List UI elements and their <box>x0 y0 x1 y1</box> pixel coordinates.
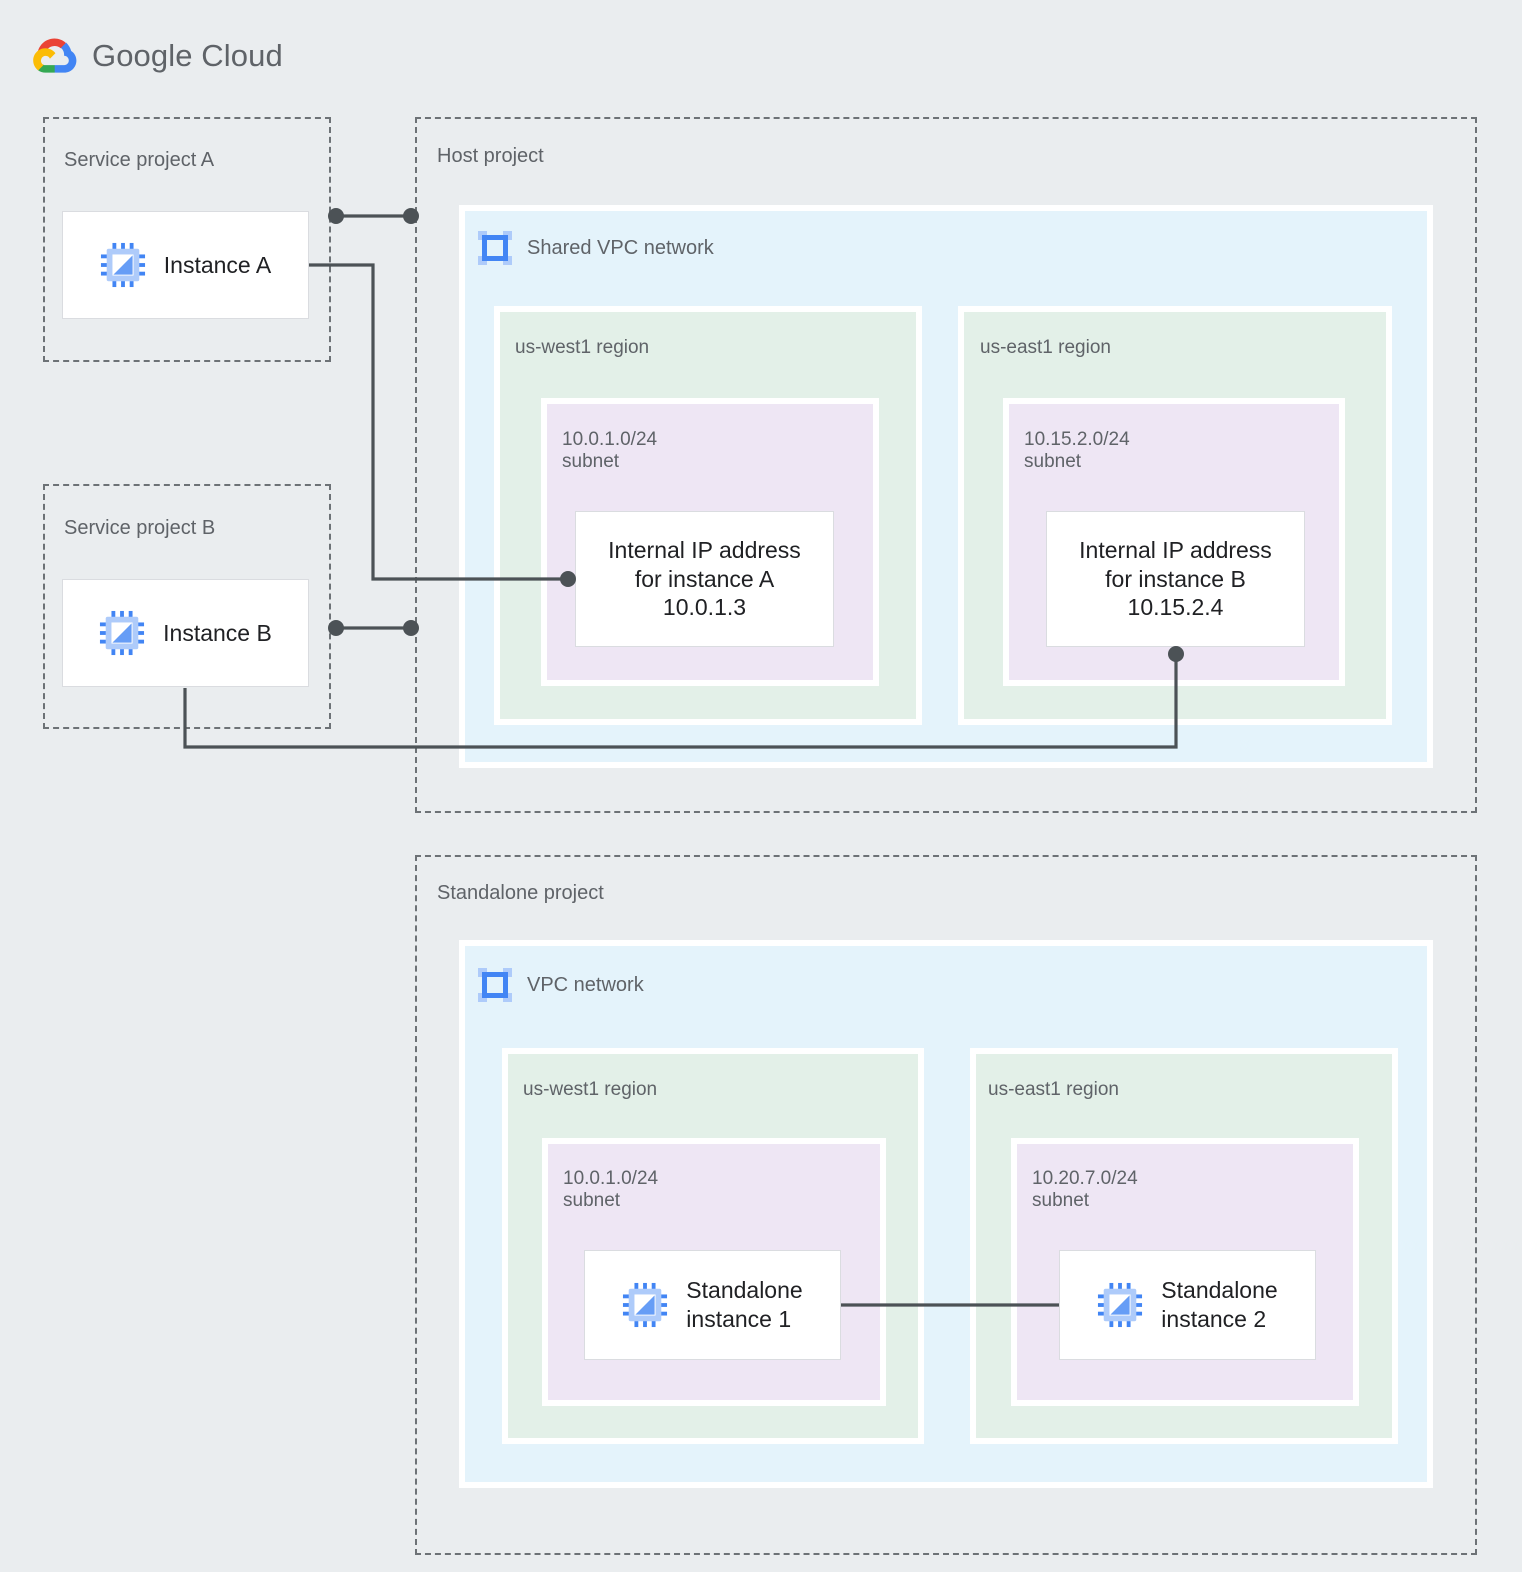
internal-ip-card-instance-a: Internal IP address for instance A 10.0.… <box>575 511 834 647</box>
subnet-label-host-us-east1: 10.15.2.0/24 subnet <box>1024 429 1130 473</box>
host-project-label: Host project <box>437 145 544 167</box>
instance-b-label: Instance B <box>163 619 272 646</box>
internal-ip-text-instance-a: Internal IP address for instance A 10.0.… <box>608 536 801 621</box>
brand-name-primary: Google <box>92 38 193 73</box>
cpu-icon <box>623 1282 668 1328</box>
standalone-instance-2-card[interactable]: Standalone instance 2 <box>1059 1250 1316 1360</box>
vpc-network-icon <box>478 968 512 1002</box>
subnet-label-standalone-us-west1: 10.0.1.0/24 subnet <box>563 1168 659 1212</box>
region-label-host-us-west1: us-west1 region <box>515 337 650 358</box>
cpu-icon <box>100 610 145 656</box>
standalone-vpc-network-header: VPC network <box>477 967 644 1003</box>
shared-vpc-network-header: Shared VPC network <box>477 230 714 266</box>
subnet-label-standalone-us-east1: 10.20.7.0/24 subnet <box>1032 1168 1138 1212</box>
region-label-host-us-east1: us-east1 region <box>980 337 1111 358</box>
service-project-a-container <box>43 117 331 362</box>
standalone-instance-2-label: Standalone instance 2 <box>1161 1277 1278 1332</box>
standalone-vpc-network-title: VPC network <box>527 973 644 996</box>
region-label-standalone-us-east1: us-east1 region <box>988 1079 1119 1100</box>
cpu-icon <box>1098 1282 1143 1328</box>
internal-ip-card-instance-b: Internal IP address for instance B 10.15… <box>1046 511 1305 647</box>
standalone-instance-1-card[interactable]: Standalone instance 1 <box>584 1250 841 1360</box>
standalone-project-container <box>415 855 1477 1555</box>
service-project-b-label: Service project B <box>64 517 216 539</box>
instance-a-label: Instance A <box>163 251 272 278</box>
cpu-icon <box>100 242 145 288</box>
standalone-project-label: Standalone project <box>437 882 604 904</box>
subnet-label-host-us-west1: 10.0.1.0/24 subnet <box>562 429 658 473</box>
service-project-a-label: Service project A <box>64 149 215 171</box>
vpc-network-icon <box>478 231 512 265</box>
instance-a-card[interactable]: Instance A <box>62 211 309 319</box>
region-label-standalone-us-west1: us-west1 region <box>523 1079 658 1100</box>
standalone-instance-1-label: Standalone instance 1 <box>686 1277 803 1332</box>
google-cloud-brand: Google Cloud <box>33 36 283 76</box>
instance-b-card[interactable]: Instance B <box>62 579 309 687</box>
internal-ip-text-instance-b: Internal IP address for instance B 10.15… <box>1079 536 1272 621</box>
brand-name-secondary: Cloud <box>192 38 283 73</box>
google-cloud-logo <box>33 38 77 73</box>
brand-wordmark: Google Cloud <box>92 38 283 74</box>
shared-vpc-network-title: Shared VPC network <box>527 236 714 259</box>
